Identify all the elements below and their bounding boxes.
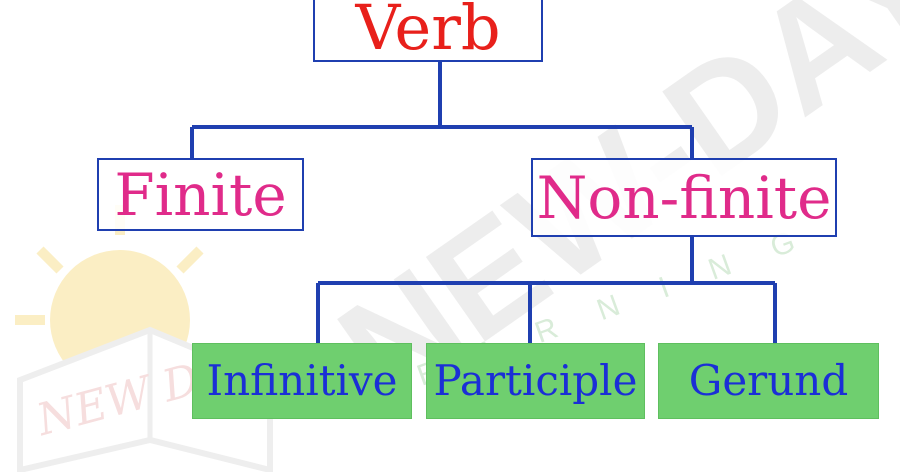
finite-node: Finite bbox=[97, 158, 304, 231]
participle-label: Participle bbox=[433, 356, 638, 405]
infinitive-label: Infinitive bbox=[206, 356, 398, 405]
gerund-label: Gerund bbox=[688, 356, 849, 405]
participle-node: Participle bbox=[426, 343, 645, 419]
nonfinite-label: Non-finite bbox=[536, 163, 832, 232]
nonfinite-node: Non-finite bbox=[531, 158, 837, 237]
finite-label: Finite bbox=[114, 160, 287, 229]
gerund-node: Gerund bbox=[658, 343, 879, 419]
infinitive-node: Infinitive bbox=[192, 343, 412, 419]
root-node: Verb bbox=[313, 0, 543, 62]
root-label: Verb bbox=[355, 0, 501, 64]
